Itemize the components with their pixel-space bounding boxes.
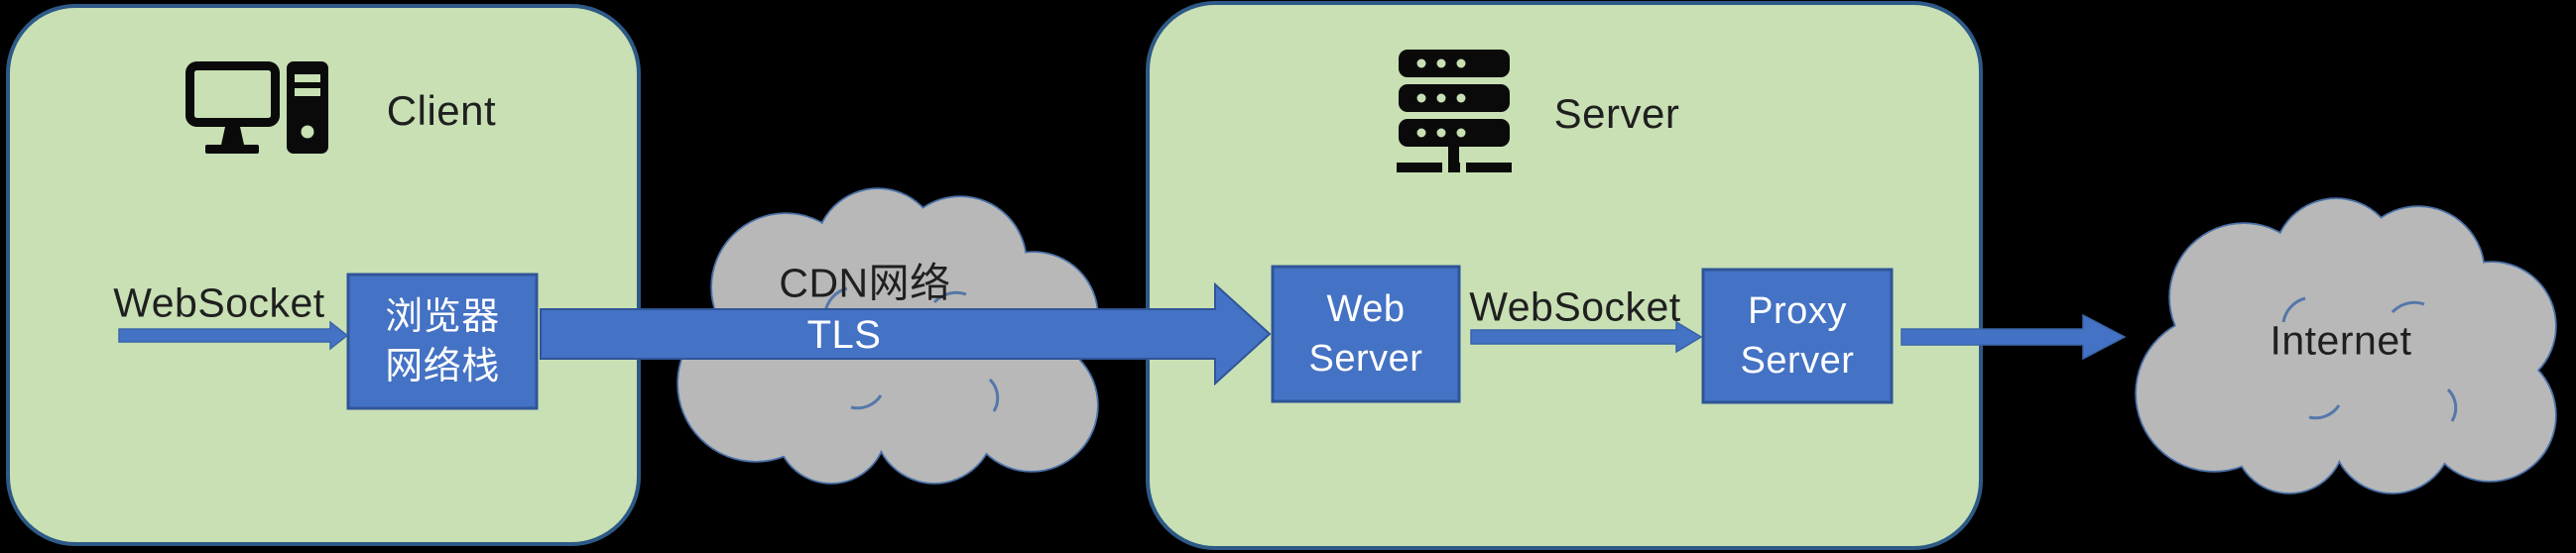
client-websocket-label: WebSocket (113, 279, 325, 326)
server-group-box (1146, 1, 1983, 550)
browser-stack-label-line1: 浏览器 (385, 295, 500, 338)
server-group-title: Server (1553, 89, 1680, 137)
proxy-server-label-line1: Proxy (1748, 289, 1847, 332)
internet-cloud-label: Internet (2269, 317, 2412, 364)
web-server-label-line1: Web (1326, 287, 1406, 330)
internet-cloud-icon (2135, 197, 2557, 495)
proxy-server-label-line2: Server (1740, 340, 1855, 382)
server-websocket-label: WebSocket (1469, 283, 1681, 330)
tls-arrow (540, 281, 1272, 387)
client-group-title: Client (386, 86, 497, 134)
desktop-computer-icon (185, 61, 328, 154)
browser-stack-box (346, 273, 539, 410)
server-websocket-arrow (1470, 320, 1703, 354)
web-server-box (1271, 265, 1461, 403)
web-server-label: Web Server (1309, 284, 1423, 384)
proxy-server-box (1701, 268, 1894, 404)
proxy-server-label: Proxy Server (1741, 286, 1855, 386)
internet-arrow (1901, 313, 2127, 361)
server-rack-icon (1397, 50, 1512, 172)
tls-arrow-label: TLS (806, 313, 882, 357)
client-websocket-arrow (118, 320, 349, 351)
web-server-label-line2: Server (1308, 338, 1423, 380)
cdn-cloud-label: CDN网络 (779, 260, 951, 306)
browser-stack-label: 浏览器 网络栈 (385, 292, 500, 391)
browser-stack-label-line2: 网络栈 (385, 346, 500, 387)
